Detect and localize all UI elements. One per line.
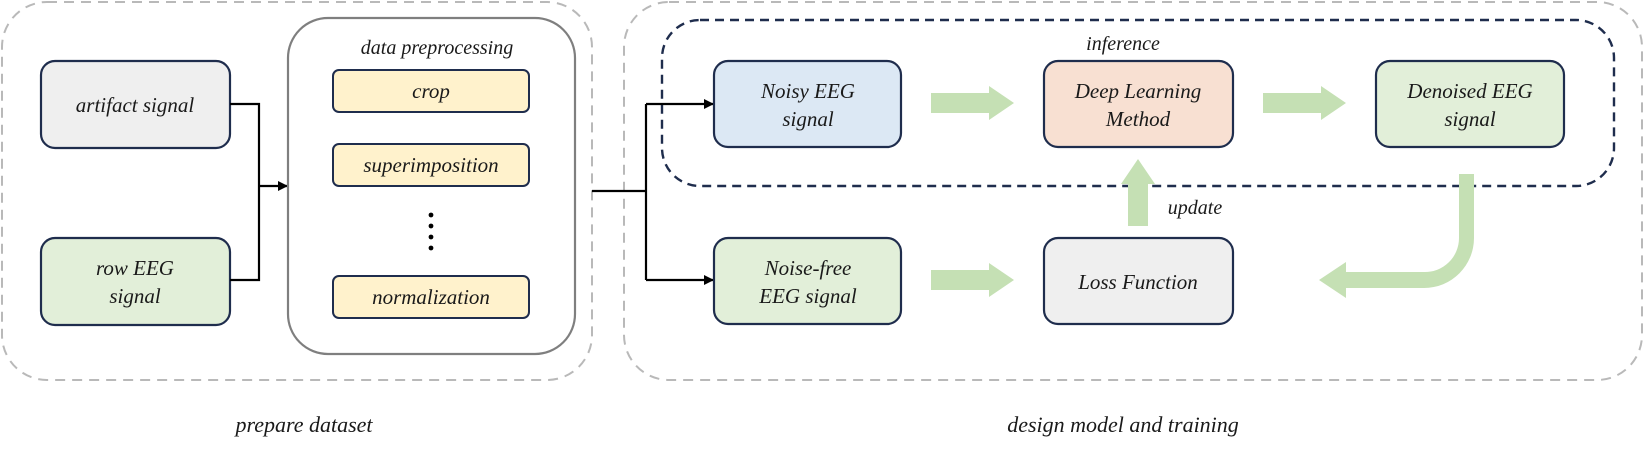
loss-function-box bbox=[1042, 236, 1235, 326]
deep-learning-label-line1: Deep Learning bbox=[1074, 79, 1202, 103]
update-label: update bbox=[1168, 197, 1223, 219]
inference-label: inference bbox=[1086, 33, 1160, 55]
deep-learning-box bbox=[1042, 59, 1235, 149]
flow-arrow-model-to-denoised bbox=[1263, 86, 1346, 120]
step-superimposition-box bbox=[332, 143, 530, 187]
noise-free-label-line1: Noise-free bbox=[764, 256, 852, 280]
row-eeg-label-line1: row EEG bbox=[96, 256, 174, 280]
noisy-eeg-label-line1: Noisy EEG bbox=[760, 79, 855, 103]
feedback-arrow-body bbox=[1319, 174, 1474, 298]
flow-arrow-noisy-to-model bbox=[931, 86, 1014, 120]
noise-free-label-line2: EEG signal bbox=[758, 284, 857, 308]
flow-arrow-noisefree-to-loss bbox=[931, 263, 1014, 297]
denoised-eeg-label-line1: Denoised EEG bbox=[1406, 79, 1532, 103]
loss-function-label: Loss Function bbox=[1077, 270, 1198, 294]
data-preprocessing-box bbox=[286, 16, 577, 356]
ellipsis-dots bbox=[428, 212, 434, 251]
denoised-eeg-box bbox=[1374, 59, 1566, 149]
step-superimposition-label: superimposition bbox=[363, 153, 498, 177]
row-eeg-label-line2: signal bbox=[109, 284, 161, 308]
deep-learning-label-line2: Method bbox=[1105, 107, 1171, 131]
design-model-caption: design model and training bbox=[1007, 412, 1239, 437]
step-normalization-box bbox=[332, 275, 530, 319]
step-crop-box bbox=[332, 69, 530, 113]
data-preprocessing-title: data preprocessing bbox=[361, 37, 513, 59]
noise-free-eeg-box bbox=[712, 236, 903, 326]
step-crop-label: crop bbox=[412, 79, 450, 103]
artifact-signal-label: artifact signal bbox=[76, 93, 195, 117]
denoised-eeg-label-line2: signal bbox=[1444, 107, 1496, 131]
noisy-eeg-label-line2: signal bbox=[782, 107, 834, 131]
merge-connector bbox=[230, 102, 261, 282]
update-arrow bbox=[1121, 159, 1155, 226]
prepare-dataset-caption: prepare dataset bbox=[233, 412, 373, 437]
row-eeg-signal-box bbox=[39, 236, 232, 327]
step-normalization-label: normalization bbox=[372, 285, 490, 309]
noisy-eeg-box bbox=[712, 59, 903, 149]
